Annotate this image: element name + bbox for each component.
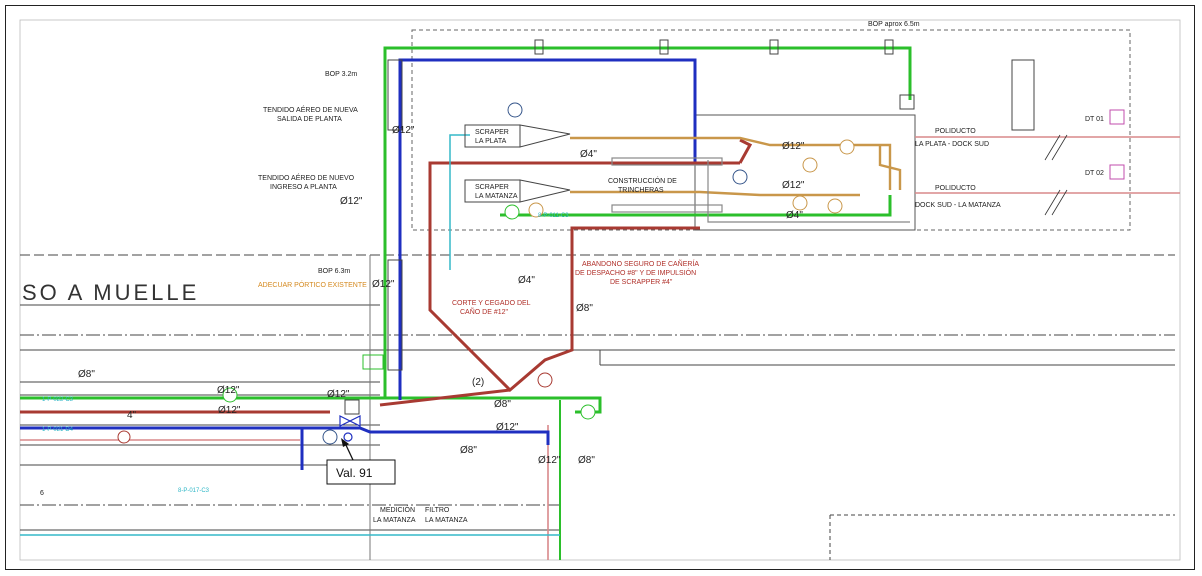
- gray-pipe: [611, 157, 910, 223]
- ground-lines: [20, 254, 1175, 560]
- label-tendido-ingreso-1: TENDIDO AÉREO DE NUEVO: [258, 173, 355, 182]
- label-dt01: DT 01: [1085, 116, 1104, 123]
- label-bop-32: BOP 3.2m: [325, 71, 357, 78]
- label-bop-63: BOP 6.3m: [318, 268, 350, 275]
- label-dt02: DT 02: [1085, 170, 1104, 177]
- dim-12-b: Ø12": [340, 196, 363, 207]
- instrument-symbols: [117, 102, 855, 445]
- label-num-2: (2): [472, 377, 484, 388]
- label-tendido-salida-2: SALIDA DE PLANTA: [277, 116, 342, 123]
- label-tendido-salida-1: TENDIDO AÉREO DE NUEVA: [263, 105, 358, 114]
- dim-12-f: Ø12": [218, 405, 241, 416]
- callout-arrow-line: [344, 442, 354, 461]
- line-tag-1: 1-P-022-C3: [42, 397, 74, 403]
- blue-pipe: [20, 58, 697, 470]
- dim-12-e: Ø12": [327, 389, 350, 400]
- dim-4-d: 4": [127, 410, 137, 421]
- label-scraper-matanza-2: LA MATANZA: [475, 193, 518, 200]
- dim-12-h: Ø12": [538, 455, 561, 466]
- diagram-frame: [5, 5, 1195, 570]
- line-tag-4: 8-P-011-C3: [538, 213, 569, 219]
- dim-8-e: Ø8": [578, 455, 595, 466]
- label-poliducto-2: POLIDUCTO: [935, 185, 976, 192]
- dim-12-c: Ø12": [372, 279, 395, 290]
- poliducto-lines: [915, 134, 1180, 216]
- label-poliducto-1: POLIDUCTO: [935, 128, 976, 135]
- label-tendido-ingreso-2: INGRESO A PLANTA: [270, 184, 337, 191]
- label-construccion-1: CONSTRUCCIÓN DE: [608, 176, 677, 185]
- dim-4-c: Ø4": [518, 275, 535, 286]
- dim-12-d: Ø12": [217, 385, 240, 396]
- dim-8-b: Ø8": [78, 369, 95, 380]
- dim-12-i: Ø12": [782, 141, 805, 152]
- cyan-pipe: [20, 134, 560, 536]
- sheet-border: [19, 19, 1181, 561]
- orange-pipe: [570, 136, 902, 197]
- label-abandono-3: DE SCRAPPER #4": [610, 279, 673, 286]
- dim-8-c: Ø8": [494, 399, 511, 410]
- label-abandono-2: DE DESPACHO #8" Y DE IMPULSIÓN: [575, 268, 696, 277]
- callout-val-91: Val. 91: [336, 466, 373, 480]
- label-num-6: 6: [40, 490, 44, 497]
- label-adecuar: ADECUAR PÓRTICO EXISTENTE: [258, 280, 367, 289]
- label-construccion-2: TRINCHERAS: [618, 187, 664, 194]
- dim-4-a: Ø4": [580, 149, 597, 160]
- dim-4-b: Ø4": [786, 210, 803, 221]
- callout-box: [326, 459, 396, 485]
- label-dock-matanza: DOCK SUD - LA MATANZA: [915, 202, 1001, 209]
- red-pipe: [20, 138, 753, 414]
- scraper-boxes: [344, 39, 1125, 415]
- label-corte-2: CAÑO DE #12": [460, 307, 509, 316]
- label-scraper-plata-2: LA PLATA: [475, 138, 507, 145]
- dim-8-a: Ø8": [576, 303, 593, 314]
- label-medicion-2: LA MATANZA: [373, 517, 416, 524]
- label-la-plata-dock: LA PLATA - DOCK SUD: [915, 141, 989, 148]
- callout-arrow-head: [341, 438, 349, 447]
- dim-12-a: Ø12": [392, 125, 415, 136]
- label-scraper-plata-1: SCRAPER: [475, 129, 509, 136]
- line-tag-2: 1-P-021-D4: [42, 427, 74, 433]
- label-corte-1: CORTE Y CEGADO DEL: [452, 300, 531, 307]
- label-bop-65: BOP aprox 6.5m: [868, 21, 920, 28]
- label-medicion-1: MEDICIÓN: [380, 505, 415, 514]
- label-scraper-matanza-1: SCRAPER: [475, 184, 509, 191]
- label-filtro-2: LA MATANZA: [425, 517, 468, 524]
- valve-chamber: [694, 114, 916, 231]
- label-so-muelle: SO A MUELLE: [22, 280, 199, 305]
- dim-8-d: Ø8": [460, 445, 477, 456]
- valve-91-symbol: [339, 415, 361, 442]
- line-tag-3: 8-P-017-C3: [178, 488, 210, 494]
- dim-12-j: Ø12": [782, 180, 805, 191]
- label-abandono-1: ABANDONO SEGURO DE CAÑERÍA: [582, 259, 699, 268]
- dim-12-g: Ø12": [496, 422, 519, 433]
- label-filtro-1: FILTRO: [425, 507, 450, 514]
